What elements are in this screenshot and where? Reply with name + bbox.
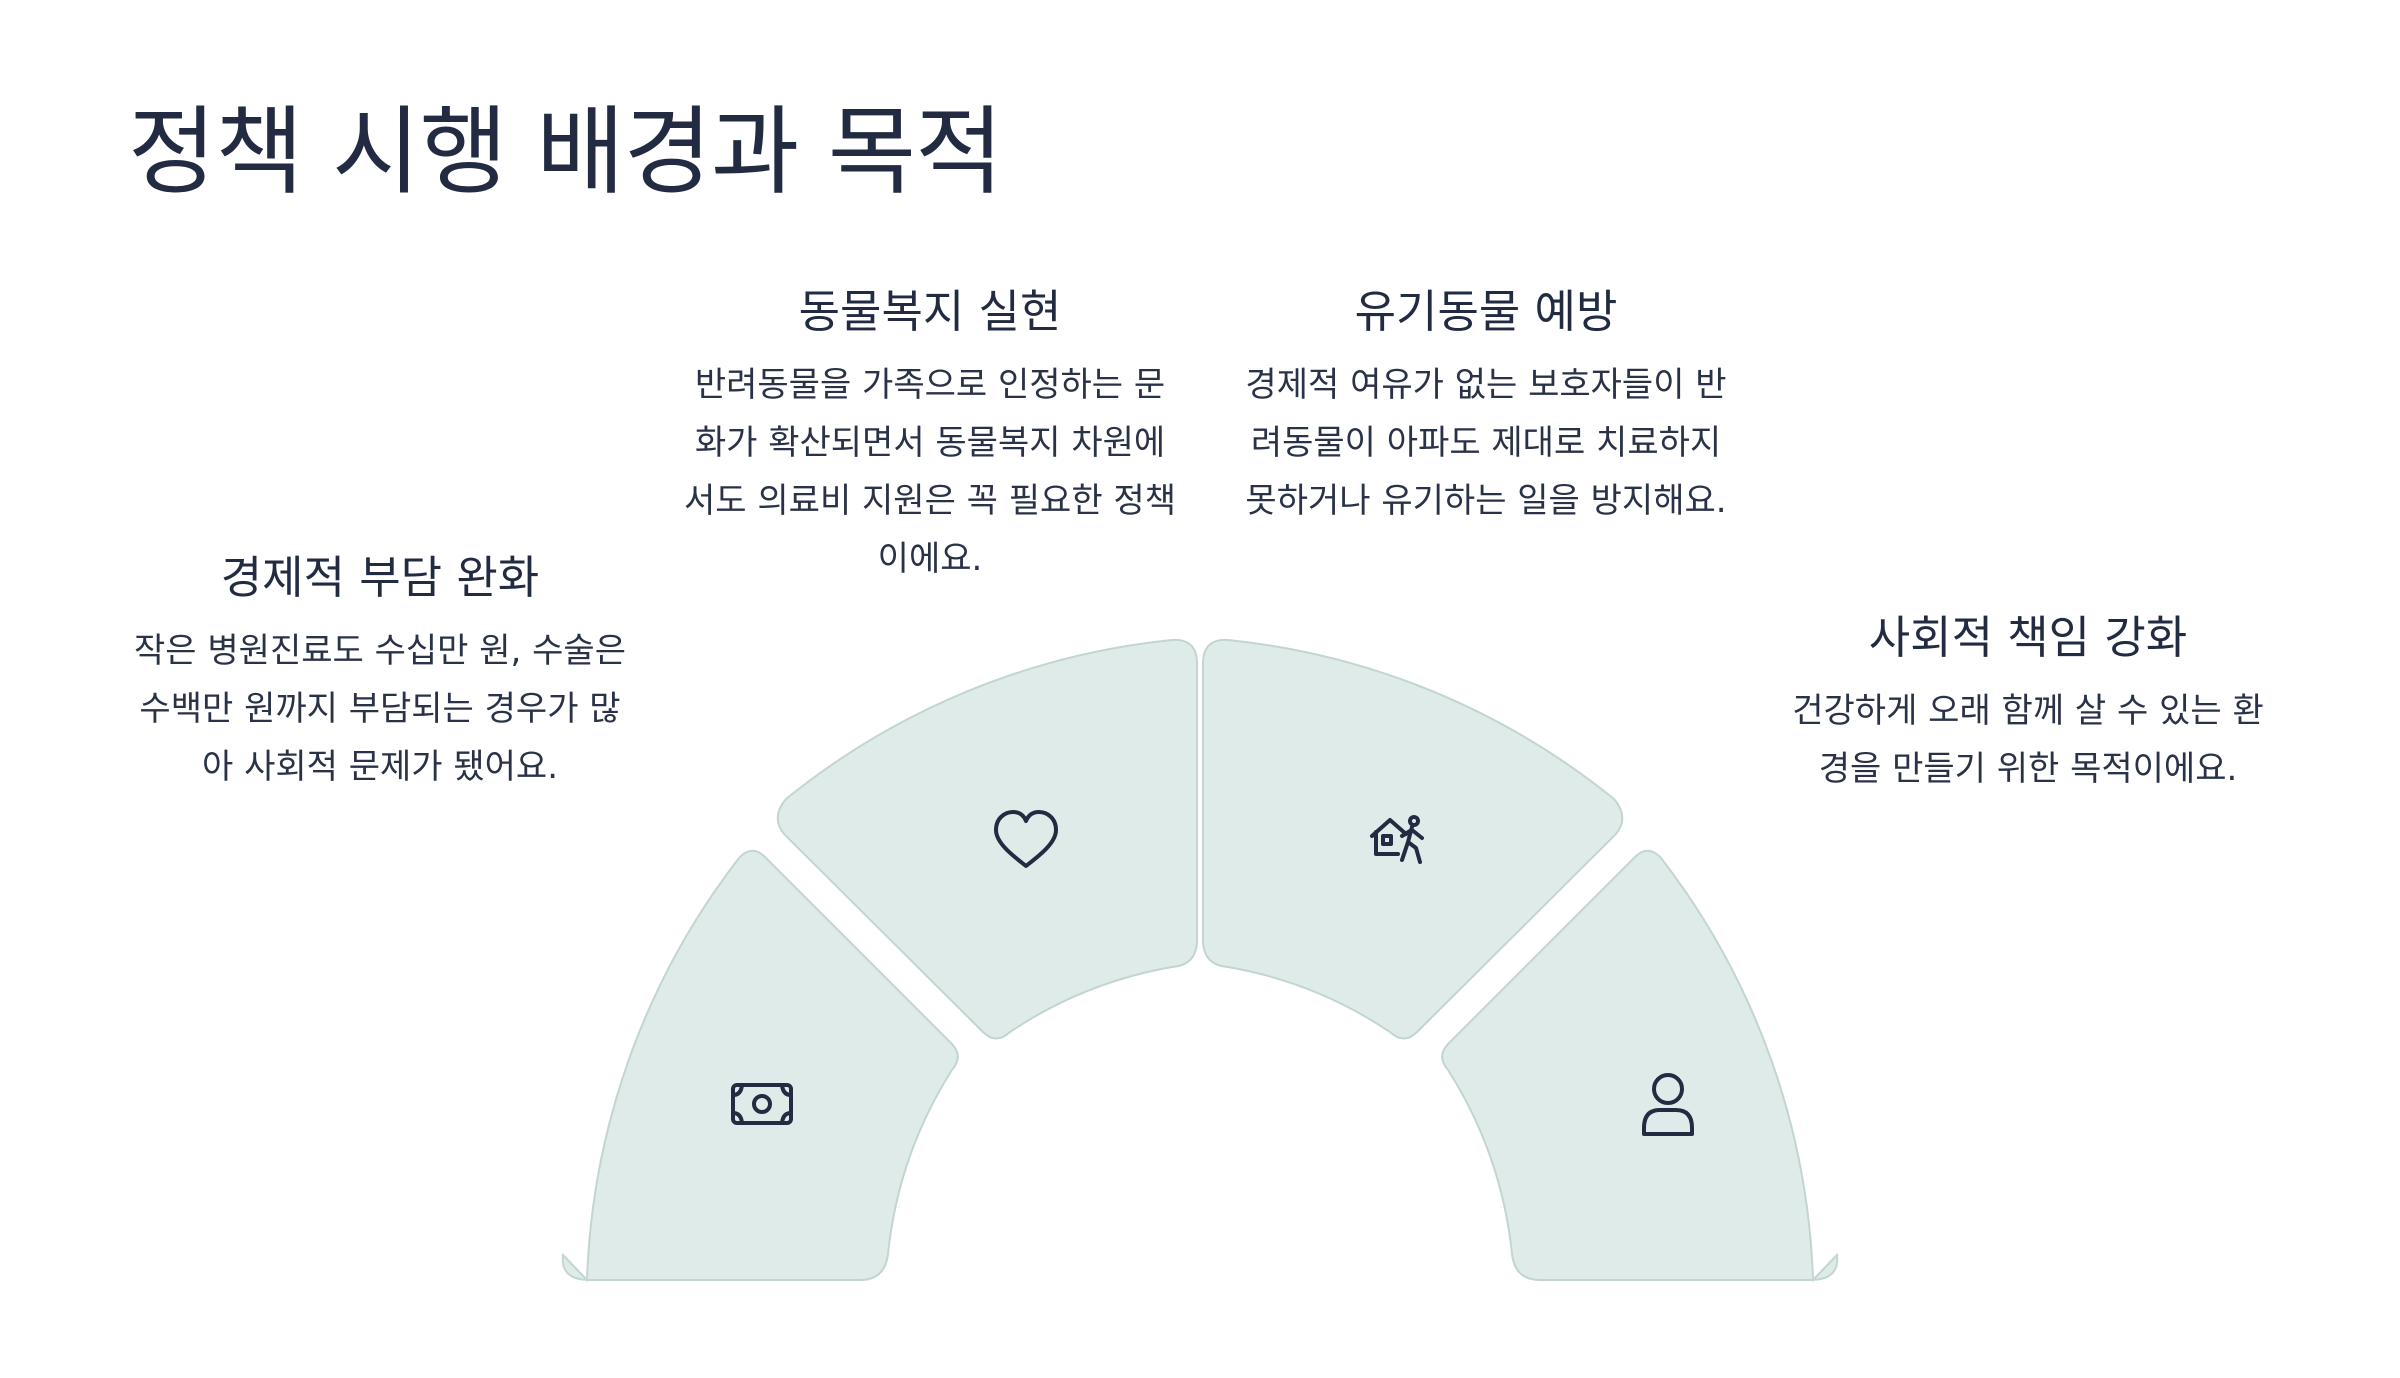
block-title-abandon: 유기동물 예방 [1354, 285, 1618, 338]
house-leave-icon [1370, 815, 1424, 864]
block-description-abandon: 경제적 여유가 없는 보호자들이 반려동물이 아파도 제대로 치료하지 못하거나… [1245, 365, 1727, 521]
text-block-social: 사회적 책임 강화 건강하게 오래 함께 살 수 있는 환경을 만들기 위한 목… [1778, 608, 2278, 798]
banknote-icon [731, 1083, 793, 1125]
text-block-burden: 경제적 부담 완화 작은 병원진료도 수십만 원, 수술은 수백만 원까지 부담… [130, 548, 630, 796]
block-title-welfare: 동물복지 실현 [798, 285, 1062, 338]
segment-abandon [1202, 638, 1624, 1040]
person-icon [1642, 1073, 1694, 1136]
segment-welfare [776, 638, 1198, 1040]
block-title-burden: 경제적 부담 완화 [220, 551, 540, 604]
text-block-abandon: 유기동물 예방 경제적 여유가 없는 보호자들이 반려동물이 아파도 제대로 치… [1236, 282, 1736, 530]
page-title: 정책 시행 배경과 목적 [128, 96, 1003, 208]
text-block-welfare: 동물복지 실현 반려동물을 가족으로 인정하는 문화가 확산되면서 동물복지 차… [680, 282, 1180, 588]
block-title-social: 사회적 책임 강화 [1868, 611, 2188, 664]
block-description-social: 건강하게 오래 함께 살 수 있는 환경을 만들기 위한 목적이에요. [1792, 691, 2264, 789]
segment-burden [561, 849, 959, 1283]
block-description-burden: 작은 병원진료도 수십만 원, 수술은 수백만 원까지 부담되는 경우가 많아 … [134, 631, 626, 787]
segment-social [1441, 849, 1839, 1283]
heart-icon [994, 810, 1058, 868]
block-description-welfare: 반려동물을 가족으로 인정하는 문화가 확산되면서 동물복지 차원에서도 의료비… [684, 365, 1176, 579]
